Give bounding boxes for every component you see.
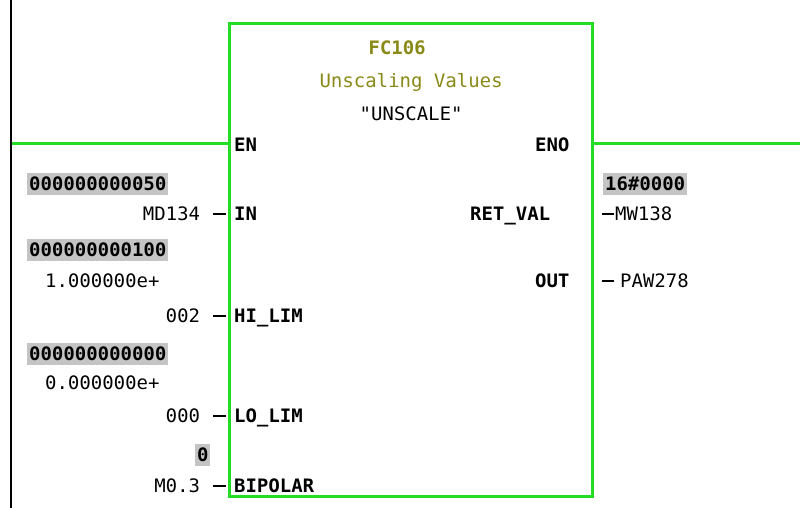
lo-lim-status-value: 000000000000 [27, 343, 169, 365]
lo-lim-operand-line1[interactable]: 0.000000e+ [45, 372, 160, 394]
block-symbol: "UNSCALE" [359, 103, 463, 125]
eno-wire [594, 142, 800, 145]
pin-bipolar: BIPOLAR [234, 475, 315, 497]
block-description: Unscaling Values [319, 70, 503, 92]
pin-in: IN [234, 203, 257, 225]
pin-hi-lim: HI_LIM [234, 305, 303, 327]
hi-lim-status-value: 000000000100 [27, 239, 169, 261]
hi-lim-operand-line2[interactable]: 002 [165, 305, 200, 327]
en-wire [12, 142, 228, 145]
in-status-value: 000000000050 [27, 173, 169, 195]
ret-val-status-value: 16#0000 [603, 173, 688, 195]
in-connector [213, 213, 226, 215]
bipolar-connector [213, 485, 226, 487]
bipolar-operand[interactable]: M0.3 [154, 475, 200, 497]
lo-lim-connector [213, 415, 226, 417]
lo-lim-operand-line2[interactable]: 000 [165, 405, 200, 427]
function-block-fc106[interactable] [228, 22, 594, 498]
left-power-rail [10, 0, 12, 508]
in-operand[interactable]: MD134 [142, 203, 200, 225]
hi-lim-connector [213, 315, 226, 317]
pin-lo-lim: LO_LIM [234, 405, 303, 427]
ret-val-operand[interactable]: MW138 [615, 203, 673, 225]
out-operand[interactable]: PAW278 [620, 270, 689, 292]
bipolar-status-value: 0 [195, 444, 211, 466]
block-number: FC106 [368, 37, 426, 59]
pin-eno: ENO [535, 134, 570, 156]
pin-out: OUT [535, 270, 570, 292]
ret-val-connector [602, 213, 614, 215]
pin-ret-val: RET_VAL [470, 203, 551, 225]
out-connector [602, 280, 614, 282]
hi-lim-operand-line1[interactable]: 1.000000e+ [45, 270, 160, 292]
pin-en: EN [234, 134, 257, 156]
